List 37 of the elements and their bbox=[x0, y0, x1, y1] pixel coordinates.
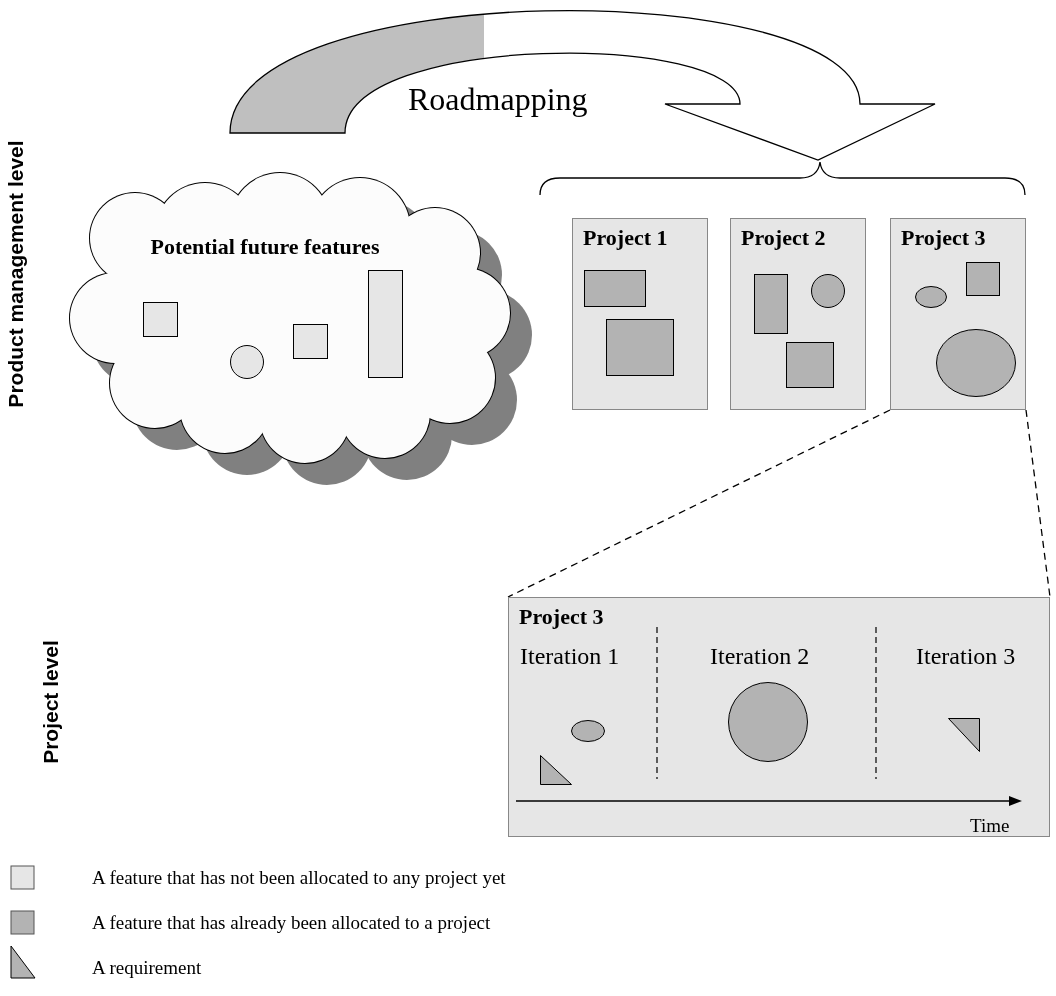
iteration-label: Iteration 1 bbox=[520, 643, 620, 670]
feature-circle bbox=[727, 681, 808, 762]
feature-rectangle bbox=[143, 302, 178, 337]
node-title: Project 2 bbox=[741, 225, 826, 251]
requirement-triangle bbox=[947, 717, 980, 752]
legend-text: A feature that has not been allocated to any project yet bbox=[92, 867, 506, 889]
requirement-triangle bbox=[539, 754, 572, 785]
node-title: Project 3 bbox=[519, 604, 604, 630]
curved-arrow bbox=[229, 10, 936, 161]
project-box bbox=[890, 218, 1026, 410]
project-box bbox=[572, 218, 708, 410]
feature-ellipse bbox=[570, 719, 605, 742]
node-title: Project 3 bbox=[901, 225, 986, 251]
legend-text: A feature that has already been allocated to a project bbox=[92, 912, 491, 934]
axis-label: Time bbox=[970, 815, 1010, 837]
feature-rectangle bbox=[785, 341, 834, 388]
project-detail-panel bbox=[508, 597, 1050, 837]
level-label: Product management level bbox=[3, 140, 28, 408]
feature-ellipse bbox=[935, 328, 1016, 397]
feature-circle bbox=[230, 345, 264, 379]
feature-rectangle bbox=[605, 318, 674, 376]
feature-rectangle bbox=[368, 270, 403, 378]
node-title: Potential future features bbox=[149, 234, 381, 260]
project-box bbox=[730, 218, 866, 410]
legend-text: A requirement bbox=[92, 957, 202, 979]
feature-rectangle bbox=[753, 273, 788, 334]
iteration-label: Iteration 3 bbox=[916, 643, 1016, 670]
zoom-line bbox=[507, 409, 891, 598]
feature-ellipse bbox=[914, 285, 947, 308]
iteration-label: Iteration 2 bbox=[710, 643, 810, 670]
feature-rectangle bbox=[965, 261, 1000, 296]
zoom-line bbox=[1025, 409, 1051, 598]
feature-circle bbox=[810, 273, 845, 308]
level-label: Project level bbox=[38, 640, 63, 764]
feature-rectangle bbox=[583, 269, 646, 307]
node-title: Project 1 bbox=[583, 225, 668, 251]
feature-rectangle bbox=[293, 324, 328, 359]
